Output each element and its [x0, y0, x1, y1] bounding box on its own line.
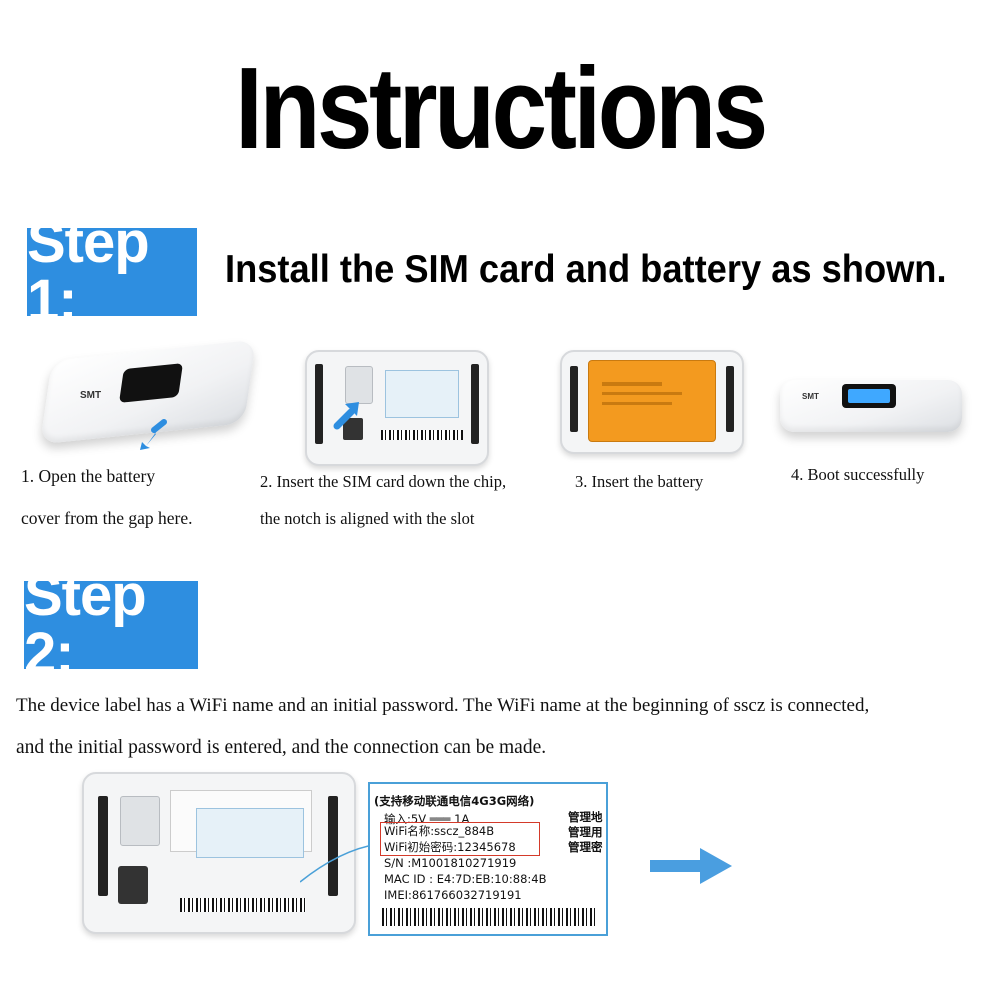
pointer-arrow-icon: [333, 402, 359, 430]
router-illustration-battery: [560, 350, 744, 454]
device-label-panel: (支持移动联通电信4G3G网络) 输入:5V ═══ 1A WiFi名称:ssc…: [368, 782, 608, 936]
router-illustration-booted: SMT: [780, 376, 965, 438]
wifi-credentials-highlight: [380, 822, 540, 856]
label-wifi-password: WiFi初始密码:12345678: [384, 840, 516, 854]
caption-4-line1: 4. Boot successfully: [791, 465, 925, 484]
label-imei: IMEI:861766032719191: [384, 888, 522, 902]
caption-1-line1: 1. Open the battery: [21, 466, 156, 486]
step2-badge: Step 2:: [24, 567, 198, 683]
step1-badge: Step 1:: [27, 214, 197, 330]
step2-paragraph-line2: and the initial password is entered, and…: [16, 737, 547, 758]
step1-heading: Install the SIM card and battery as show…: [225, 248, 947, 291]
pointer-arrow-icon: [140, 419, 167, 450]
label-input: 输入:5V ═══ 1A: [384, 812, 470, 826]
caption-3-line1: 3. Insert the battery: [575, 472, 704, 491]
label-side-3: 管理密: [568, 840, 603, 854]
caption-2-line1: 2. Insert the SIM card down the chip,: [260, 472, 507, 491]
label-serial: S/N :M1001810271919: [384, 856, 517, 870]
router-illustration-open-cover: SMT: [39, 339, 257, 450]
caption-1-line2: cover from the gap here.: [21, 508, 193, 528]
label-mac: MAC ID : E4:7D:EB:10:88:4B: [384, 872, 547, 886]
label-wifi-name: WiFi名称:sscz_884B: [384, 824, 495, 838]
router-illustration-sim-tray: [305, 350, 489, 466]
label-header: (支持移动联通电信4G3G网络): [374, 794, 535, 808]
right-arrow-icon: [650, 848, 732, 884]
caption-2-line2: the notch is aligned with the slot: [260, 509, 475, 528]
label-side-1: 管理地: [568, 810, 603, 824]
label-barcode: [382, 908, 596, 926]
page-title: Instructions: [235, 43, 768, 173]
step2-paragraph-line1: The device label has a WiFi name and an …: [16, 695, 870, 716]
router-illustration-label: [82, 772, 356, 934]
label-side-2: 管理用: [568, 825, 603, 839]
